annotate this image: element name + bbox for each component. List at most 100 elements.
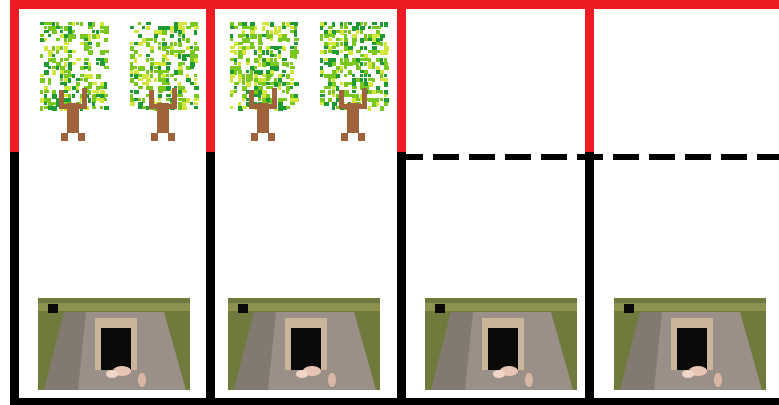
kennel-grass-highlight [425, 303, 577, 311]
leaf-block [178, 98, 182, 101]
leaf-block [352, 34, 357, 38]
leaf-block [68, 86, 71, 91]
leaf-block [194, 82, 197, 85]
leaf-block [52, 90, 56, 94]
leaf-block [194, 26, 199, 29]
leaf-block [130, 102, 135, 106]
leaf-block [250, 78, 253, 81]
leaf-block [344, 58, 349, 62]
leaf-block [146, 106, 149, 110]
leaf-block [320, 26, 323, 30]
leaf-block [154, 78, 157, 82]
leaf-block [294, 42, 298, 45]
kennel-opening [488, 328, 518, 370]
leaf-block [76, 82, 80, 86]
leaf-block [282, 62, 286, 66]
leaf-block [84, 38, 88, 41]
leaf-block [162, 46, 166, 51]
leaf-block [290, 98, 294, 102]
leaf-block [250, 42, 254, 46]
leaf-block [130, 42, 133, 45]
leaf-block [130, 74, 133, 77]
leaf-block [372, 42, 376, 45]
tree-branch-join-left [149, 104, 163, 109]
leaf-block [40, 106, 43, 111]
leaf-block [130, 78, 134, 83]
tree-branch-join-left [249, 104, 263, 109]
kennel-vent [238, 304, 248, 313]
leaf-block [372, 66, 375, 69]
leaf-block [100, 58, 104, 62]
leaf-block [150, 46, 154, 50]
leaf-block [332, 46, 336, 49]
leaf-block [290, 62, 293, 65]
leaf-block [328, 26, 333, 29]
leaf-block [262, 90, 267, 94]
leaf-block [60, 46, 63, 50]
leaf-block [194, 42, 197, 45]
kennel-vent [435, 304, 445, 313]
leaf-block [348, 50, 353, 55]
leaf-block [64, 70, 68, 73]
leaf-block [242, 98, 245, 101]
leaf-block [44, 46, 48, 51]
leaf-block [324, 22, 327, 25]
tree-branch-join-right [353, 104, 367, 109]
leaf-block [286, 82, 290, 85]
leaf-block [270, 22, 274, 27]
leaf-block [182, 26, 185, 30]
leaf-block [68, 38, 72, 42]
kennel-frame-right [707, 318, 713, 370]
leaf-block [274, 54, 277, 57]
leaf-block [52, 54, 55, 57]
leaf-block [64, 94, 68, 97]
leaf-block [352, 38, 357, 42]
kennel-frame-top [482, 318, 524, 328]
leaf-block [48, 66, 51, 69]
tree-root-right [358, 133, 365, 141]
leaf-block [368, 106, 371, 111]
leaf-block [100, 26, 104, 29]
leaf-block [134, 42, 138, 45]
leaf-block [182, 50, 185, 53]
leaf-block [194, 54, 198, 58]
leaf-block [380, 106, 384, 111]
leaf-block [242, 30, 245, 34]
leaf-block [384, 66, 389, 70]
leaf-block [134, 90, 139, 94]
leaf-block [230, 74, 235, 78]
leaf-block [96, 86, 100, 90]
leaf-block [68, 70, 71, 74]
leaf-block [332, 42, 336, 46]
leaf-block [336, 86, 339, 91]
leaf-block [92, 82, 97, 85]
leaf-block [372, 78, 375, 82]
leaf-block [324, 50, 327, 54]
leaf-block [282, 22, 285, 26]
kennel-opening [291, 328, 321, 370]
leaf-block [154, 38, 157, 43]
leaf-block [262, 74, 266, 77]
leaf-block [234, 58, 237, 62]
kennel-frame-right [131, 318, 137, 370]
leaf-block [104, 30, 109, 34]
leaf-block [328, 58, 332, 62]
leaf-block [178, 66, 183, 70]
leaf-block [44, 90, 49, 93]
top-wall [10, 0, 779, 9]
leaf-block [52, 70, 56, 75]
leaf-block [270, 38, 273, 41]
leaf-block [158, 74, 161, 78]
leaf-block [96, 42, 100, 47]
leaf-block [360, 70, 364, 73]
leaf-block [266, 62, 270, 66]
leaf-block [142, 26, 145, 29]
leaf-block [56, 50, 59, 54]
leaf-block [320, 102, 324, 105]
leaf-block [380, 34, 385, 38]
leaf-block [84, 78, 88, 82]
leaf-block [368, 78, 372, 81]
leaf-block [134, 50, 138, 54]
leaf-block [348, 94, 352, 97]
